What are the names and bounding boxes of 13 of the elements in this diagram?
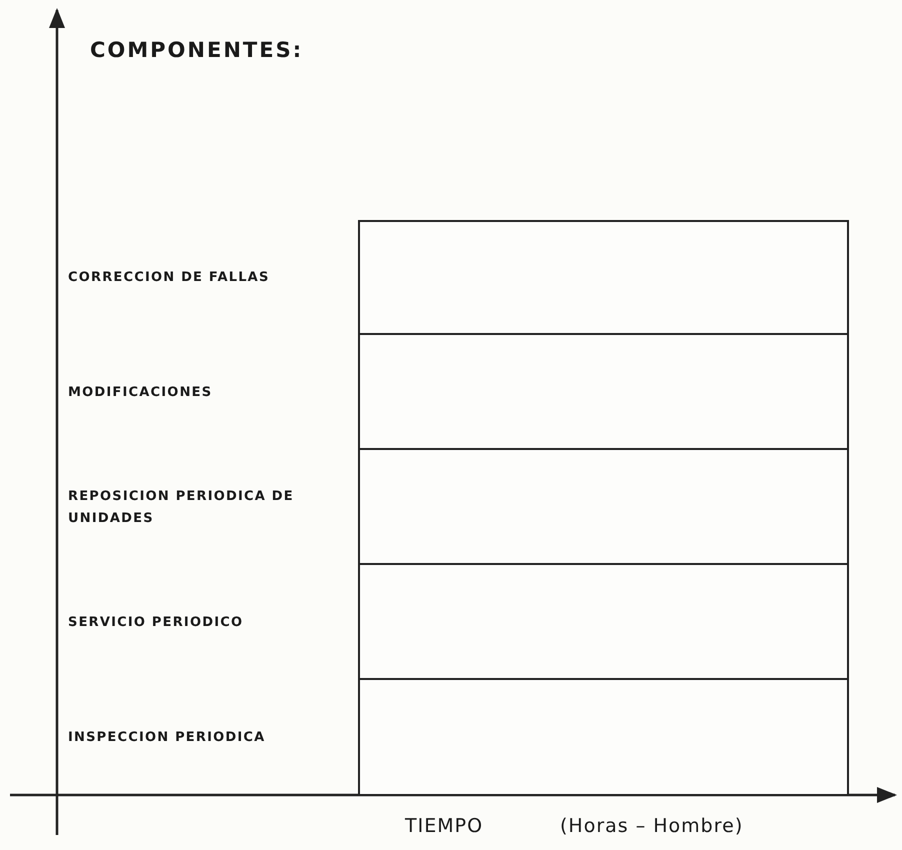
stacked-segment	[358, 563, 849, 681]
category-label: CORRECCION DE FALLAS	[68, 268, 270, 286]
stacked-segment	[358, 220, 849, 336]
stacked-segment	[358, 448, 849, 566]
category-label: INSPECCION PERIODICA	[68, 728, 266, 746]
axis-unit-label: (Horas – Hombre)	[560, 815, 744, 837]
category-label: MODIFICACIONES	[68, 384, 212, 402]
chart-title: COMPONENTES:	[90, 38, 304, 62]
category-label: REPOSICION PERIODICA DE UNIDADES	[68, 488, 295, 528]
category-label: SERVICIO PERIODICO	[68, 614, 244, 632]
axis-label: TIEMPO	[405, 815, 484, 837]
stacked-segment	[358, 678, 849, 796]
stacked-segment	[358, 333, 849, 451]
